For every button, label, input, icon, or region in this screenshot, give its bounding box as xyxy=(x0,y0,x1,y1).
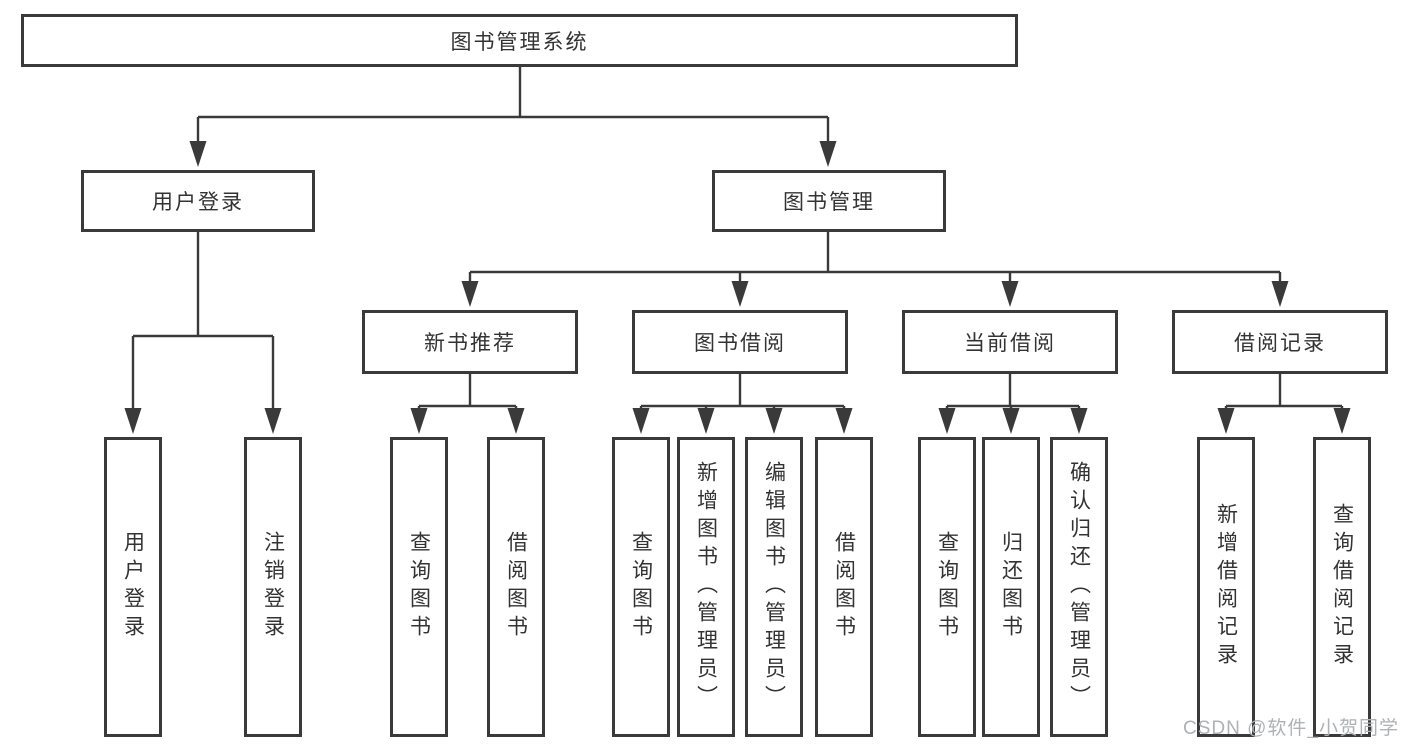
node-borrowing-records-label: 借阅记录 xyxy=(1234,332,1326,355)
node-book-borrowing-label: 图书借阅 xyxy=(694,332,786,355)
node-book-borrowing: 图书借阅 xyxy=(632,310,848,374)
leaf-logout-label: 注销登录 xyxy=(261,531,285,643)
leaf-query-borrow-record: 查询借阅记录 xyxy=(1313,437,1371,737)
node-current-borrowing-label: 当前借阅 xyxy=(964,332,1056,355)
connector-new-book-to-leaves xyxy=(410,374,525,434)
node-book-management: 图书管理 xyxy=(712,170,946,232)
leaf-borrow-books-label: 借阅图书 xyxy=(832,531,856,643)
leaf-query-borrow-record-label: 查询借阅记录 xyxy=(1330,503,1354,671)
leaf-add-books-admin-label: 新增图书（管理员） xyxy=(694,461,718,713)
node-user-login-label: 用户登录 xyxy=(152,191,244,214)
leaf-confirm-return-admin: 确认归还（管理员） xyxy=(1050,437,1108,737)
node-root: 图书管理系统 xyxy=(21,14,1018,67)
connector-root-to-level2 xyxy=(189,67,837,167)
leaf-edit-books-admin: 编辑图书（管理员） xyxy=(745,437,803,737)
node-current-borrowing: 当前借阅 xyxy=(902,310,1118,374)
connector-book-management-to-level3 xyxy=(461,232,1289,307)
node-book-management-label: 图书管理 xyxy=(783,191,875,214)
node-user-login: 用户登录 xyxy=(81,170,315,232)
leaf-edit-books-admin-label: 编辑图书（管理员） xyxy=(762,461,786,713)
node-new-book-recommendation-label: 新书推荐 xyxy=(424,332,516,355)
leaf-user-login: 用户登录 xyxy=(104,437,162,737)
leaf-add-books-admin: 新增图书（管理员） xyxy=(677,437,735,737)
leaf-borrow-books-recommend: 借阅图书 xyxy=(487,437,545,737)
leaf-confirm-return-admin-label: 确认归还（管理员） xyxy=(1067,461,1091,713)
node-new-book-recommendation: 新书推荐 xyxy=(362,310,578,374)
leaf-add-borrow-record-label: 新增借阅记录 xyxy=(1214,503,1238,671)
connector-user-login-to-leaves xyxy=(124,232,282,434)
connector-book-borrowing-to-leaves xyxy=(632,374,853,434)
leaf-query-books-current-label: 查询图书 xyxy=(935,531,959,643)
leaf-query-books-current: 查询图书 xyxy=(918,437,976,737)
leaf-query-books-recommend-label: 查询图书 xyxy=(407,531,431,643)
leaf-logout: 注销登录 xyxy=(244,437,302,737)
leaf-query-books-recommend: 查询图书 xyxy=(390,437,448,737)
connector-current-borrowing-to-leaves xyxy=(938,374,1088,434)
leaf-query-books-borrow-label: 查询图书 xyxy=(629,531,653,643)
leaf-user-login-label: 用户登录 xyxy=(121,531,145,643)
watermark: CSDN @软件_小贺同学 xyxy=(1183,718,1399,739)
node-borrowing-records: 借阅记录 xyxy=(1172,310,1388,374)
leaf-return-books-label: 归还图书 xyxy=(999,531,1023,643)
leaf-query-books-borrow: 查询图书 xyxy=(612,437,670,737)
leaf-add-borrow-record: 新增借阅记录 xyxy=(1197,437,1255,737)
node-root-label: 图书管理系统 xyxy=(450,30,589,54)
leaf-borrow-books: 借阅图书 xyxy=(815,437,873,737)
leaf-return-books: 归还图书 xyxy=(982,437,1040,737)
leaf-borrow-books-recommend-label: 借阅图书 xyxy=(504,531,528,643)
connector-borrowing-records-to-leaves xyxy=(1217,374,1351,434)
